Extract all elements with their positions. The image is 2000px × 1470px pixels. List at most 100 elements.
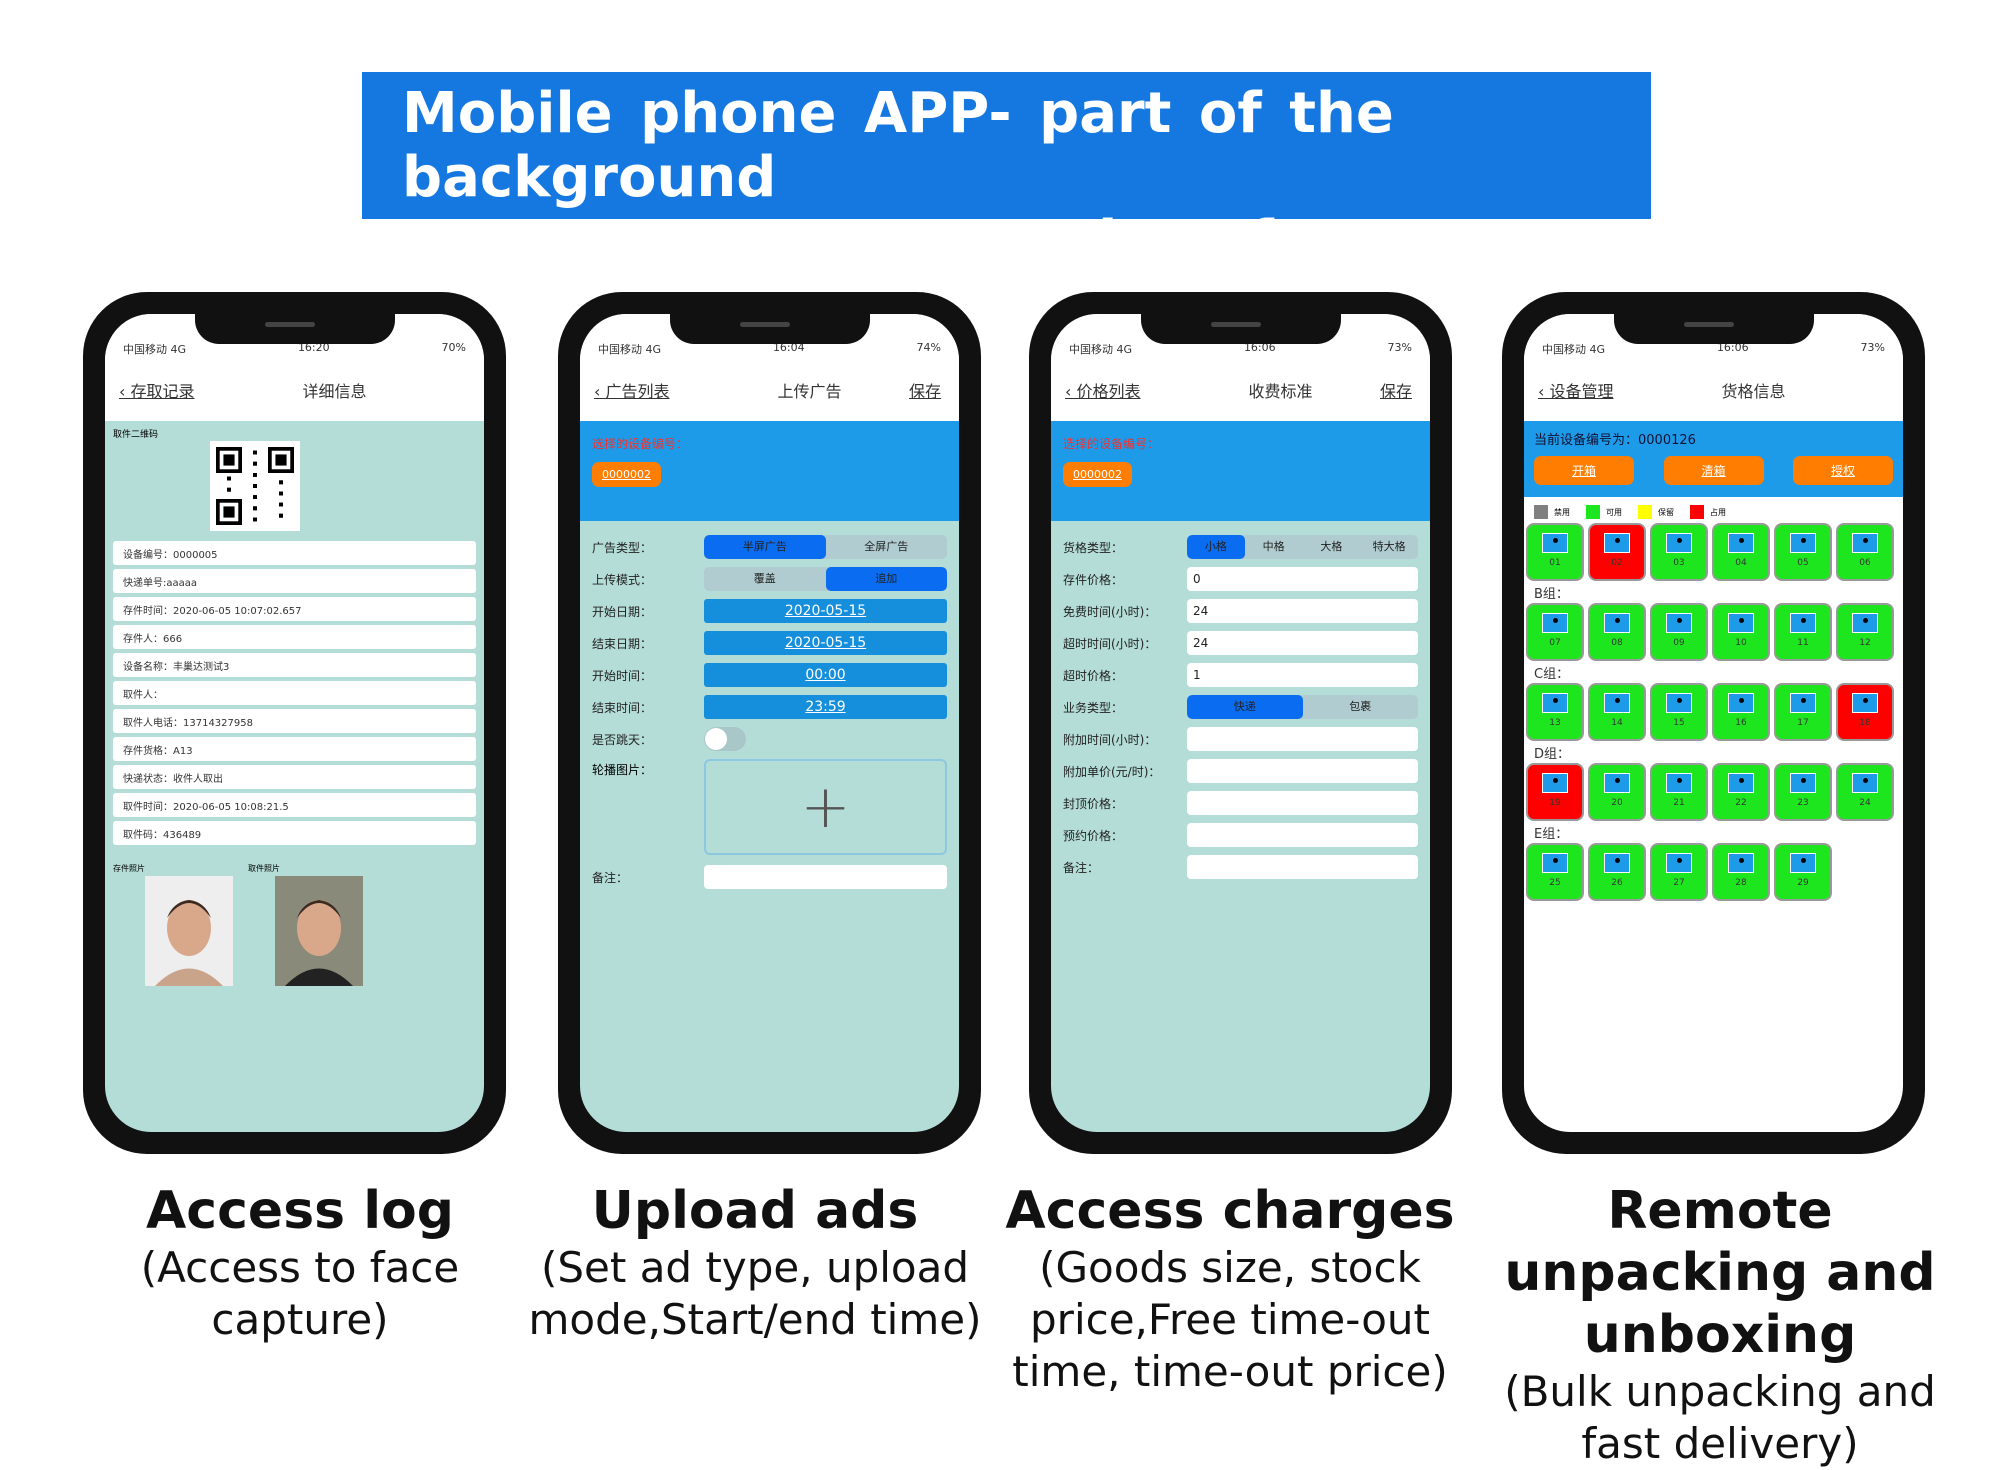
locker-cell[interactable]: 23: [1776, 765, 1830, 819]
remark-input[interactable]: [704, 865, 947, 889]
locker-cell[interactable]: 09: [1652, 605, 1706, 659]
locker-cell[interactable]: 04: [1714, 525, 1768, 579]
field-input[interactable]: [1187, 855, 1418, 879]
field-row: 免费时间(小时)： 24: [1063, 599, 1418, 623]
locker-icon: [1542, 773, 1568, 793]
back-label: 价格列表: [1076, 382, 1141, 401]
locker-number: 16: [1735, 718, 1747, 728]
locker-icon: [1852, 613, 1878, 633]
locker-cell[interactable]: 18: [1838, 685, 1892, 739]
nav-bar: ‹ 价格列表 收费标准 保存: [1051, 359, 1430, 421]
locker-icon: [1852, 693, 1878, 713]
locker-cell[interactable]: 02: [1590, 525, 1644, 579]
back-button[interactable]: ‹ 设备管理: [1538, 378, 1658, 402]
back-label: 存取记录: [130, 382, 195, 401]
status-carrier: 中国移动 4G: [1542, 343, 1606, 356]
notch: [1613, 314, 1814, 344]
locker-cell[interactable]: 03: [1652, 525, 1706, 579]
info-row: 设备名称：丰巢达测试3: [113, 653, 476, 677]
action-button[interactable]: 授权: [1793, 456, 1893, 485]
legend-swatch: [1586, 505, 1600, 519]
cell_type-option[interactable]: 大格: [1320, 540, 1343, 553]
locker-cell[interactable]: 26: [1590, 845, 1644, 899]
upload_mode-option[interactable]: 覆盖: [753, 572, 776, 585]
locker-icon: [1604, 853, 1630, 873]
field-label: 免费时间(小时)：: [1063, 604, 1157, 619]
action-button[interactable]: 清箱: [1663, 456, 1764, 485]
end_date-picker[interactable]: 2020-05-15: [704, 631, 947, 655]
biz_type-option[interactable]: 包裹: [1349, 700, 1372, 713]
locker-cell[interactable]: 22: [1714, 765, 1768, 819]
locker-icon: [1790, 853, 1816, 873]
field-input[interactable]: [1187, 823, 1418, 847]
carousel-upload[interactable]: +: [704, 759, 947, 855]
field-input[interactable]: 0: [1187, 567, 1418, 591]
daily-toggle[interactable]: [704, 727, 746, 751]
save-button[interactable]: 保存: [908, 382, 941, 401]
locker-cell[interactable]: 01: [1528, 525, 1582, 579]
end_time-picker[interactable]: 23:59: [704, 695, 947, 719]
locker-number: 06: [1859, 558, 1871, 568]
locker-cell[interactable]: 11: [1776, 605, 1830, 659]
ad_type-option[interactable]: 半屏广告: [704, 535, 826, 559]
field-input[interactable]: 24: [1187, 631, 1418, 655]
device-id-button[interactable]: 0000002: [1063, 462, 1132, 487]
field-input[interactable]: [1187, 791, 1418, 815]
locker-cell[interactable]: 27: [1652, 845, 1706, 899]
locker-cell[interactable]: 29: [1776, 845, 1830, 899]
info-row: 取件人：: [113, 681, 476, 705]
back-label: 广告列表: [605, 382, 670, 401]
info-row: 快递单号:aaaaa: [113, 569, 476, 593]
back-button[interactable]: ‹ 存取记录: [119, 378, 239, 402]
info-row: 设备编号：0000005: [113, 541, 476, 565]
locker-number: 29: [1797, 878, 1809, 888]
locker-number: 03: [1673, 558, 1685, 568]
field-input[interactable]: [1187, 727, 1418, 751]
status-battery: 70%: [441, 341, 466, 354]
field-input[interactable]: [1187, 759, 1418, 783]
save-button[interactable]: 保存: [1379, 382, 1412, 401]
locker-number: 09: [1673, 638, 1685, 648]
cell_type-option[interactable]: 中格: [1262, 540, 1285, 553]
locker-cell[interactable]: 15: [1652, 685, 1706, 739]
locker-number: 14: [1611, 718, 1623, 728]
locker-cell[interactable]: 19: [1528, 765, 1582, 819]
locker-cell[interactable]: 12: [1838, 605, 1892, 659]
ad_type-option[interactable]: 全屏广告: [864, 540, 909, 553]
device-id-button[interactable]: 0000002: [592, 462, 661, 487]
field-label: 超时价格：: [1063, 668, 1124, 683]
field-row: 存件价格：0: [1063, 567, 1418, 591]
locker-cell[interactable]: 24: [1838, 765, 1892, 819]
locker-cell[interactable]: 17: [1776, 685, 1830, 739]
action-button[interactable]: 开箱: [1534, 456, 1634, 485]
start_date-picker[interactable]: 2020-05-15: [704, 599, 947, 623]
locker-cell[interactable]: 16: [1714, 685, 1768, 739]
cell_type-option[interactable]: 特大格: [1372, 540, 1406, 553]
field-input[interactable]: 24: [1187, 599, 1418, 623]
locker-cell[interactable]: 14: [1590, 685, 1644, 739]
notch: [669, 314, 870, 344]
locker-cell[interactable]: 05: [1776, 525, 1830, 579]
field-input[interactable]: 1: [1187, 663, 1418, 687]
legend-swatch: [1534, 505, 1548, 519]
back-button[interactable]: ‹ 广告列表: [594, 378, 714, 402]
nav-title: 收费标准: [1248, 382, 1313, 401]
start_time-picker[interactable]: 00:00: [704, 663, 947, 687]
locker-cell[interactable]: 06: [1838, 525, 1892, 579]
locker-cell[interactable]: 10: [1714, 605, 1768, 659]
locker-icon: [1542, 533, 1568, 553]
cell_type-option[interactable]: 小格: [1187, 535, 1245, 559]
back-button[interactable]: ‹ 价格列表: [1065, 378, 1185, 402]
locker-cell[interactable]: 08: [1590, 605, 1644, 659]
banner-line-1: Mobile phone APP- part of the background: [402, 81, 1394, 210]
locker-cell[interactable]: 07: [1528, 605, 1582, 659]
locker-cell[interactable]: 21: [1652, 765, 1706, 819]
locker-cell[interactable]: 25: [1528, 845, 1582, 899]
locker-cell[interactable]: 20: [1590, 765, 1644, 819]
upload_mode-option[interactable]: 追加: [825, 567, 947, 591]
photo-label: 取件照片: [248, 864, 280, 873]
locker-cell[interactable]: 13: [1528, 685, 1582, 739]
biz_type-option[interactable]: 快递: [1187, 695, 1303, 719]
locker-cell[interactable]: 28: [1714, 845, 1768, 899]
